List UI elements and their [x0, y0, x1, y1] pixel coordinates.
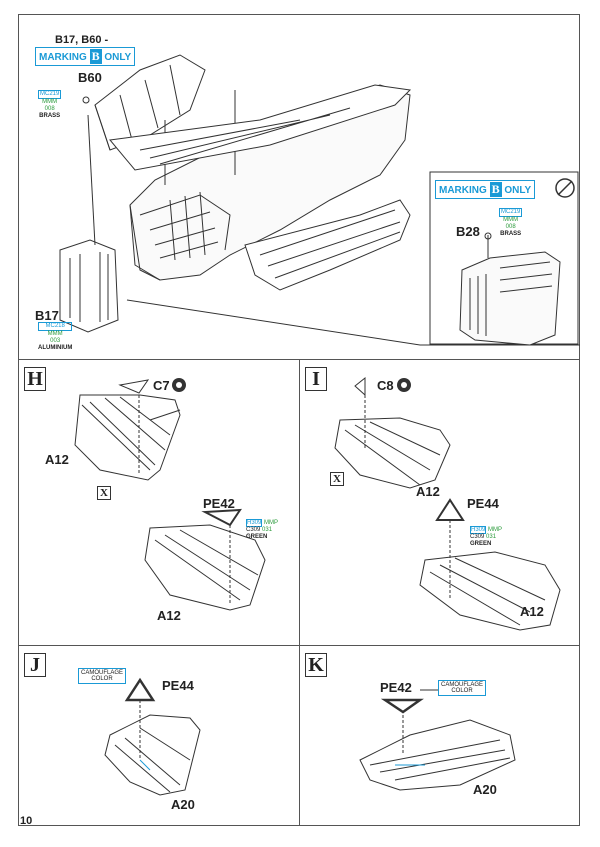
paint-code: MC219	[499, 208, 523, 217]
x-mark-box: X	[97, 486, 111, 500]
paint-code: H309	[246, 519, 263, 527]
decal-roundel-icons	[172, 378, 411, 392]
part-a12-label: A12	[416, 484, 440, 499]
marking-word: MARKING	[39, 52, 87, 63]
panel-i-letter: I	[305, 367, 327, 391]
decal-c7-label: C7	[153, 378, 170, 393]
paint-code: C309	[470, 534, 485, 540]
paint-code: H309	[470, 526, 487, 534]
part-b28-label: B28	[456, 224, 480, 239]
paint-code: 003	[50, 338, 61, 344]
paint-name: ALUMINIUM	[38, 345, 73, 351]
marking-word: MARKING	[439, 185, 487, 196]
header-title: B17, B60 -	[55, 34, 109, 46]
paint-code: MMP	[264, 520, 279, 526]
page-number: 10	[20, 815, 33, 827]
paint-code: 031	[262, 527, 273, 533]
part-a20-label: A20	[171, 797, 195, 812]
paint-code: MMP	[488, 527, 503, 533]
part-a12-label: A12	[45, 452, 69, 467]
paint-i-green: H309 MMP C309 031 GREEN	[470, 526, 503, 548]
marking-letter: B	[489, 182, 502, 197]
marking-only: ONLY	[504, 185, 532, 196]
paint-name: GREEN	[246, 534, 268, 540]
camo-line: COLOR	[91, 676, 113, 682]
camouflage-color-tag: CAMOUFLAGE COLOR	[78, 668, 127, 684]
part-a20-label: A20	[473, 782, 497, 797]
paint-name: GREEN	[470, 541, 492, 547]
paint-code: 008	[505, 224, 516, 230]
paint-name: BRASS	[500, 231, 522, 237]
part-a12-label-2: A12	[157, 608, 181, 623]
decal-c8-label: C8	[377, 378, 394, 393]
camouflage-color-tag: CAMOUFLAGE COLOR	[438, 680, 487, 696]
part-b17-label: B17	[35, 308, 59, 323]
paint-code-row: C309 031	[246, 527, 278, 534]
camo-line: CAMOUFLAGE	[81, 670, 124, 676]
paint-code: 008	[44, 106, 55, 112]
paint-code: 031	[486, 534, 497, 540]
pe44-label: PE44	[467, 496, 499, 511]
marking-b-label: MARKING B ONLY	[35, 47, 136, 66]
paint-code: MC219	[38, 90, 62, 99]
paint-code-row: H309 MMP	[470, 526, 503, 534]
paint-code: C309	[246, 527, 261, 533]
marking-letter: B	[89, 49, 102, 64]
panel-j-letter: J	[24, 653, 46, 677]
divider-vertical	[299, 359, 300, 826]
paint-code-row: H309 MMP	[246, 519, 279, 527]
paint-code: MC218	[38, 322, 73, 331]
x-mark-box: X	[330, 472, 344, 486]
marking-only: ONLY	[104, 52, 132, 63]
panel-k-letter: K	[305, 653, 327, 677]
paint-code-row: C309 031	[470, 534, 502, 541]
paint-b28: MC219 MMM 008 BRASS	[499, 208, 523, 238]
pe44-label: PE44	[162, 678, 194, 693]
camo-line: CAMOUFLAGE	[441, 682, 484, 688]
paint-name: BRASS	[39, 113, 61, 119]
inset-marking-b-label: MARKING B ONLY	[435, 180, 536, 199]
part-b60-label: B60	[78, 70, 102, 85]
paint-code: MMM	[47, 331, 63, 337]
pe42-label: PE42	[203, 496, 235, 511]
paint-code: MMM	[503, 217, 519, 223]
paint-b17: MC218 MMM 003 ALUMINIUM	[38, 322, 73, 352]
paint-h-green: H309 MMP C309 031 GREEN	[246, 519, 279, 541]
paint-code: MMM	[42, 99, 58, 105]
paint-b60: MC219 MMM 008 BRASS	[38, 90, 62, 120]
camo-line: COLOR	[451, 688, 473, 694]
part-a12-label-2: A12	[520, 604, 544, 619]
panel-h-letter: H	[24, 367, 46, 391]
pe42-label: PE42	[380, 680, 412, 695]
